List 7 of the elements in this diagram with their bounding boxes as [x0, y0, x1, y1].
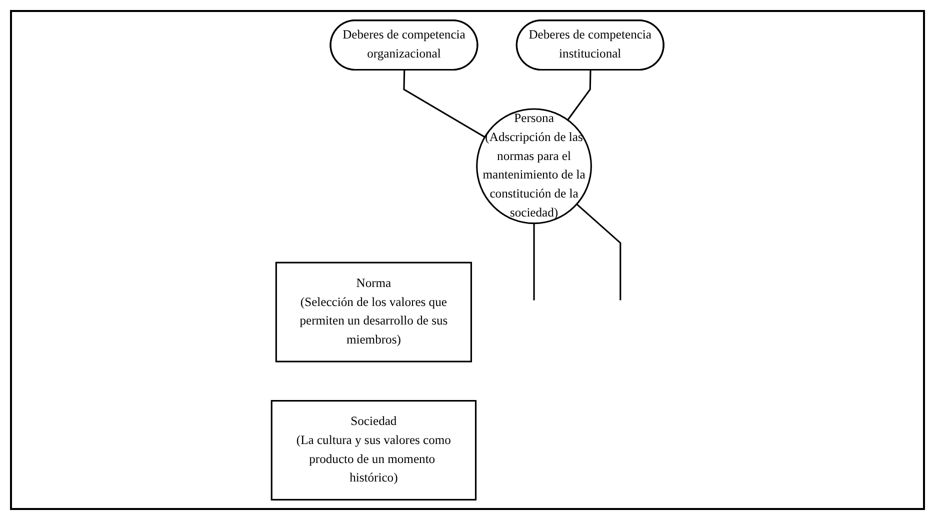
connector-line: [576, 204, 622, 300]
connector-line: [533, 223, 535, 300]
node-circle: Persona (Adscripción de las normas para el mantenimiento de la constitución de la sociedad): [476, 108, 592, 224]
connector-line: [567, 70, 592, 120]
node-box: Sociedad (La cultura y sus valores como producto de un momento histórico): [270, 400, 476, 500]
connector-line: [403, 70, 486, 138]
node-box: Norma (Selección de los valores que permiten un desarrollo de sus miembros): [275, 262, 472, 362]
